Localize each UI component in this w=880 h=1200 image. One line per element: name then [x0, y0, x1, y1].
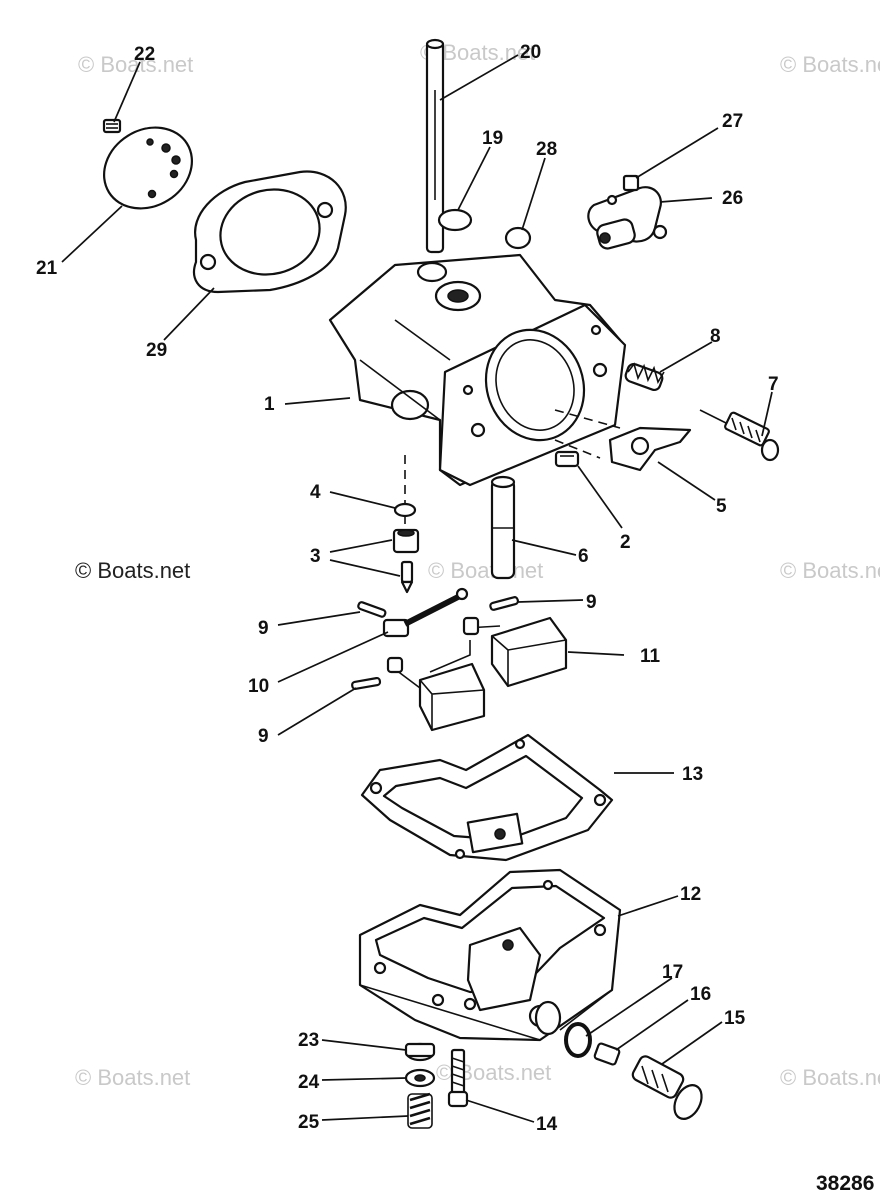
part-21-cover-plate [102, 126, 194, 210]
part-11-float [386, 616, 568, 732]
part-27-screw [622, 174, 640, 192]
part-10-float-pin [382, 587, 469, 638]
callout-6: 6 [578, 546, 589, 567]
part-20-throttle-shaft [425, 38, 445, 254]
callout-labels: 22 21 29 20 19 28 27 26 1 8 7 5 2 6 4 3 … [36, 42, 779, 1135]
callout-24: 24 [298, 1072, 320, 1093]
part-7-mixture-needle [699, 409, 780, 462]
callout-20: 20 [520, 42, 541, 63]
callout-28: 28 [536, 139, 557, 160]
part-19-plug [437, 208, 473, 232]
callout-29: 29 [146, 340, 167, 361]
callout-1: 1 [264, 394, 275, 415]
watermark-top-right: © Boats.net [780, 52, 880, 77]
callout-7: 7 [768, 374, 779, 395]
callout-16: 16 [690, 984, 711, 1005]
part-5-lever [608, 426, 692, 472]
watermark-middle-right: © Boats.net [780, 558, 880, 583]
callout-19: 19 [482, 128, 503, 149]
part-8-spring [624, 362, 665, 392]
callout-17: 17 [662, 962, 683, 983]
part-4-washer [393, 502, 417, 518]
callout-2: 2 [620, 532, 631, 553]
callout-15: 15 [724, 1008, 746, 1029]
callout-13: 13 [682, 764, 703, 785]
callout-9-bottom-left: 9 [258, 726, 269, 747]
callout-27: 27 [722, 111, 743, 132]
part-23-nut [404, 1042, 436, 1062]
callout-9-right: 9 [586, 592, 597, 613]
callout-14: 14 [536, 1114, 558, 1135]
part-28-plug [504, 226, 532, 250]
figure-number: 38286 [816, 1172, 874, 1195]
callout-10: 10 [248, 676, 269, 697]
part-6-nozzle [490, 475, 516, 580]
callout-22: 22 [134, 44, 155, 65]
callout-26: 26 [722, 188, 743, 209]
part-29-gasket [192, 170, 347, 294]
part-26-throttle-lever [587, 186, 668, 250]
part-9-pins [351, 596, 519, 690]
assembly-guide-lines [404, 409, 621, 530]
callout-25: 25 [298, 1112, 320, 1133]
callout-4: 4 [310, 482, 321, 503]
part-14-screw [447, 1048, 469, 1108]
watermark-middle-left: © Boats.net [75, 558, 190, 583]
watermark-bottom-right: © Boats.net [780, 1065, 880, 1090]
leader-lines [61, 54, 773, 1123]
callout-9-top-left: 9 [258, 618, 269, 639]
watermark-middle-center: © Boats.net [428, 558, 543, 583]
part-12-float-bowl [358, 868, 622, 1042]
callout-5: 5 [716, 496, 727, 517]
watermark-bottom-left: © Boats.net [75, 1065, 190, 1090]
callout-21: 21 [36, 258, 58, 279]
part-3-inlet-needle-seat [392, 528, 420, 594]
part-1-carburetor-body [328, 253, 627, 487]
part-22-screw [102, 118, 122, 134]
part-13-bowl-gasket [360, 733, 614, 862]
callout-12: 12 [680, 884, 701, 905]
part-15-drain-plug [631, 1055, 703, 1120]
callout-23: 23 [298, 1030, 319, 1051]
part-25-spring [407, 1092, 433, 1129]
callout-3: 3 [310, 546, 321, 567]
callout-11: 11 [640, 646, 661, 667]
part-16-jet [593, 1042, 621, 1066]
part-2-jet [554, 450, 580, 468]
callout-8: 8 [710, 326, 721, 347]
part-24-washer [404, 1068, 436, 1088]
part-17-gasket [564, 1022, 592, 1058]
